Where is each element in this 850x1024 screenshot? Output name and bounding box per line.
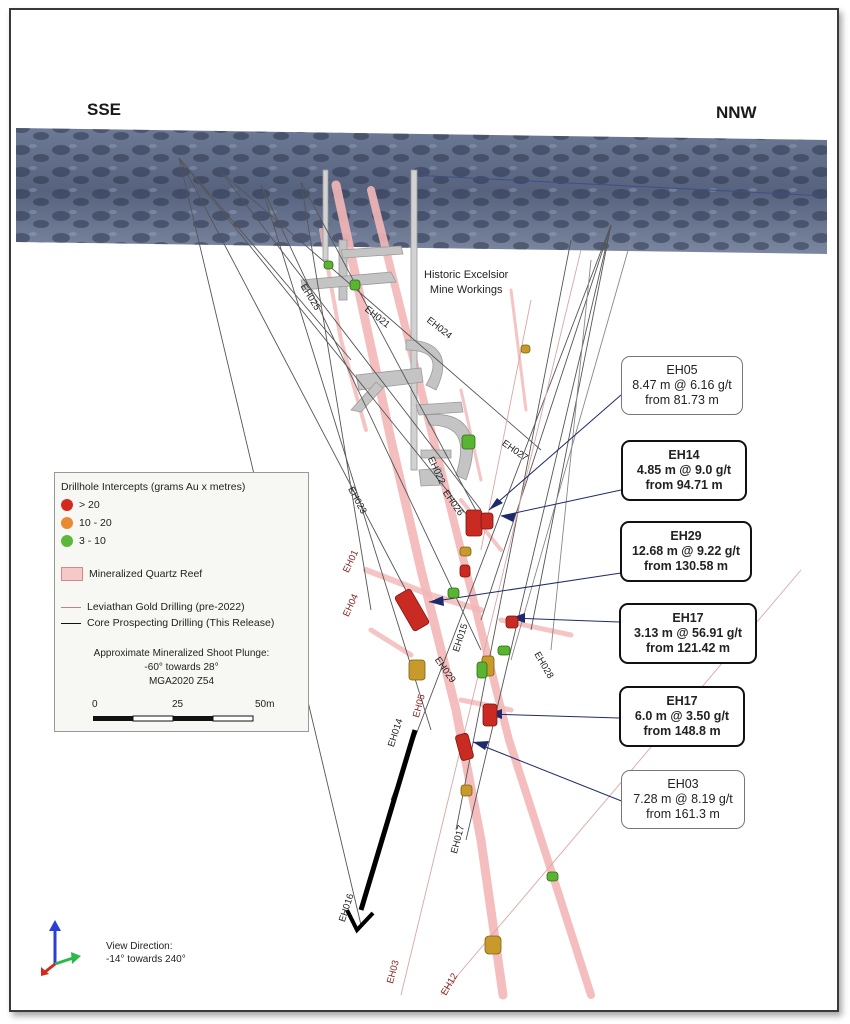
callout-eh14: EH14 4.85 m @ 9.0 g/t from 94.71 m (621, 440, 747, 501)
legend-title: Drillhole Intercepts (grams Au x metres) (61, 481, 246, 493)
scale-label-0: 0 (92, 699, 98, 710)
axis-triad-icon (41, 920, 81, 976)
callout-eh03: EH03 7.28 m @ 8.19 g/t from 161.3 m (621, 770, 745, 829)
scale-bar (93, 715, 254, 722)
orange-dot-icon (61, 517, 73, 529)
red-dot-icon (61, 499, 73, 511)
legend-plunge: Approximate Mineralized Shoot Plunge: -6… (93, 648, 270, 687)
figure-frame: SSE NNW Historic Excelsior Mine Workings… (9, 8, 839, 1012)
pink-line-icon (61, 606, 81, 608)
scale-label-50: 50m (255, 699, 275, 710)
legend-drilling-new: Core Prospecting Drilling (This Release) (61, 617, 274, 629)
mine-workings-label: Historic Excelsior Mine Workings (424, 269, 509, 296)
legend-reef: Mineralized Quartz Reef (61, 567, 202, 581)
intercepts-high (394, 509, 519, 761)
intercepts-medium (408, 344, 531, 955)
black-line-icon (61, 622, 81, 624)
legend-grade-high: > 20 (61, 499, 100, 511)
section-diagram (16, 128, 828, 1000)
direction-nnw: NNW (716, 103, 757, 122)
callout-leaders (428, 394, 625, 803)
scale-label-25: 25 (172, 699, 184, 710)
callout-eh29: EH29 12.68 m @ 9.22 g/t from 130.58 m (620, 521, 752, 582)
drill-traces (178, 157, 632, 926)
legend-grade-medium: 10 - 20 (61, 517, 112, 529)
mine-workings (300, 169, 473, 487)
terrain-surface (16, 128, 828, 254)
legend-grade-low: 3 - 10 (61, 535, 106, 547)
green-dot-icon (61, 535, 73, 547)
reef-swatch-icon (61, 567, 83, 581)
callout-eh17-upper: EH17 3.13 m @ 56.91 g/t from 121.42 m (619, 603, 757, 664)
legend-drilling-old: Leviathan Gold Drilling (pre-2022) (61, 601, 245, 613)
direction-sse: SSE (87, 100, 122, 119)
callout-eh05: EH05 8.47 m @ 6.16 g/t from 81.73 m (621, 356, 743, 415)
plunge-arrow (345, 729, 418, 934)
intercepts-low (323, 260, 559, 882)
callout-eh17-lower: EH17 6.0 m @ 3.50 g/t from 148.8 m (619, 686, 745, 747)
legend: Drillhole Intercepts (grams Au x metres)… (54, 472, 309, 732)
view-direction: View Direction: -14° towards 240° (106, 941, 186, 965)
